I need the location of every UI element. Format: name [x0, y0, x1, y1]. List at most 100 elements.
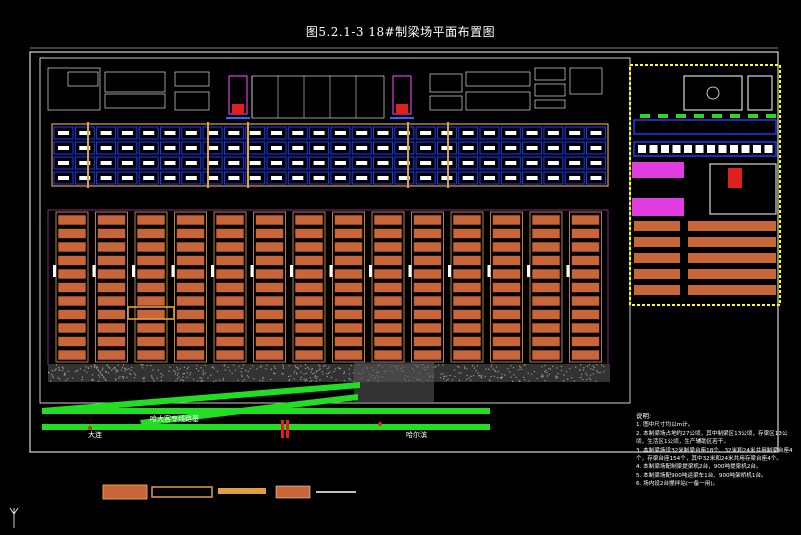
storage-pedestal — [176, 295, 205, 307]
gravel-speck — [556, 367, 558, 369]
fabrication-cell — [330, 126, 351, 140]
gravel-speck — [507, 368, 509, 370]
storage-column-frame — [490, 211, 523, 363]
gravel-speck — [150, 364, 152, 367]
gravel-speck — [160, 379, 162, 382]
gravel-speck — [323, 365, 325, 367]
storage-column — [211, 211, 247, 363]
storage-pedestal — [136, 241, 166, 253]
storage-pedestal — [255, 295, 284, 307]
storage-marker — [448, 265, 451, 277]
storage-pedestal — [176, 282, 205, 293]
gravel-speck — [438, 364, 440, 366]
fabrication-cell — [351, 126, 372, 140]
gravel-speck — [104, 378, 106, 381]
gravel-speck — [457, 365, 459, 367]
gravel-speck — [565, 370, 568, 373]
storage-pedestal — [373, 349, 403, 361]
gravel-speck — [571, 377, 573, 379]
gravel-speck — [321, 371, 323, 373]
gravel-speck — [319, 379, 321, 381]
storage-pedestal — [492, 309, 521, 320]
fabrication-cell — [287, 171, 308, 185]
storage-pedestal — [294, 309, 324, 320]
gravel-speck — [202, 370, 204, 372]
living-production-zone — [632, 75, 777, 295]
storage-pedestal — [215, 228, 245, 239]
gravel-speck — [490, 376, 492, 378]
green-marker — [640, 114, 650, 118]
fabrication-beam — [420, 131, 432, 135]
gravel-speck — [315, 371, 317, 373]
dormitory-room — [661, 145, 669, 153]
fabrication-beam — [271, 176, 282, 180]
gravel-speck — [588, 364, 590, 366]
gravel-speck — [95, 366, 97, 368]
fabrication-cell — [53, 171, 74, 185]
gravel-speck — [274, 373, 276, 375]
gravel-speck — [473, 367, 475, 369]
gravel-speck — [442, 373, 444, 375]
fabrication-beam — [569, 161, 581, 165]
gravel-speck — [330, 376, 332, 379]
note-item: 6. 场内设2台搅拌站(一备一用)。 — [636, 481, 719, 488]
gravel-speck — [177, 369, 179, 371]
storage-column-frame — [292, 211, 326, 363]
fabrication-beam — [334, 146, 346, 150]
gravel-speck — [50, 373, 53, 375]
fabrication-cell — [245, 126, 266, 140]
storage-pedestal — [215, 214, 245, 226]
storage-pedestal — [97, 336, 126, 347]
gravel-strip — [48, 362, 610, 402]
gravel-speck — [117, 370, 119, 372]
gravel-speck — [81, 379, 83, 381]
gravel-speck — [93, 366, 95, 368]
storage-pedestal — [136, 214, 166, 226]
gravel-speck — [348, 378, 350, 380]
gravel-speck — [174, 373, 177, 375]
fabrication-beam — [164, 146, 176, 150]
gravel-speck — [98, 374, 100, 376]
storage-pedestal — [571, 336, 600, 347]
gravel-speck — [339, 368, 341, 370]
fabrication-cell — [266, 156, 287, 170]
storage-pedestal — [373, 309, 403, 320]
building-block — [429, 95, 463, 111]
gravel-speck — [252, 365, 254, 367]
gravel-speck — [262, 377, 264, 379]
storage-pedestal — [571, 228, 600, 239]
gravel-speck — [54, 369, 56, 371]
gravel-speck — [107, 365, 109, 367]
gravel-speck — [581, 373, 583, 376]
fabrication-beam — [462, 146, 474, 150]
fabrication-cell — [266, 171, 287, 185]
fabrication-beam — [292, 146, 304, 150]
fabrication-cell — [394, 171, 415, 185]
storage-column — [408, 211, 444, 363]
storage-pedestal — [57, 349, 87, 361]
fabrication-beam — [100, 176, 112, 180]
storage-marker — [53, 265, 56, 277]
fabrication-cell — [458, 141, 479, 155]
fabrication-cell — [351, 141, 372, 155]
gravel-speck — [140, 364, 142, 366]
gravel-speck — [162, 374, 164, 376]
fabrication-beam — [398, 161, 410, 165]
gravel-speck — [523, 364, 525, 366]
storage-column — [250, 211, 286, 363]
fabrication-cell — [160, 141, 180, 155]
gravel-speck — [176, 378, 178, 380]
gravel-speck — [305, 372, 307, 374]
gravel-patch — [354, 362, 434, 402]
fabrication-cell — [373, 156, 393, 170]
fabrication-cell — [138, 171, 159, 185]
gravel-speck — [343, 372, 345, 374]
gravel-speck — [248, 376, 250, 378]
storage-pedestal — [255, 349, 284, 361]
fabrication-beam — [271, 161, 282, 165]
fabrication-beam — [505, 146, 517, 150]
fabrication-cell — [415, 156, 436, 170]
gravel-speck — [260, 365, 263, 367]
fabrication-beam — [590, 176, 602, 180]
dormitory-row — [633, 141, 777, 157]
